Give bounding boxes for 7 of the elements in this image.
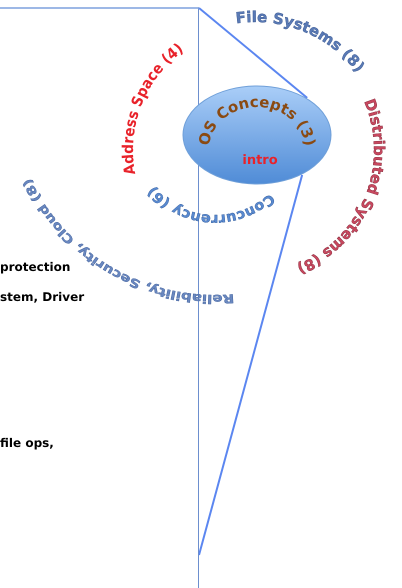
body-text: file ops, xyxy=(0,436,54,451)
callout-line xyxy=(198,174,304,556)
body-text: protection xyxy=(0,260,70,275)
topic-subtitle: intro xyxy=(242,153,278,168)
topic-ellipse xyxy=(182,85,332,185)
body-text: stem, Driver xyxy=(0,290,84,305)
callout-line xyxy=(198,7,308,99)
